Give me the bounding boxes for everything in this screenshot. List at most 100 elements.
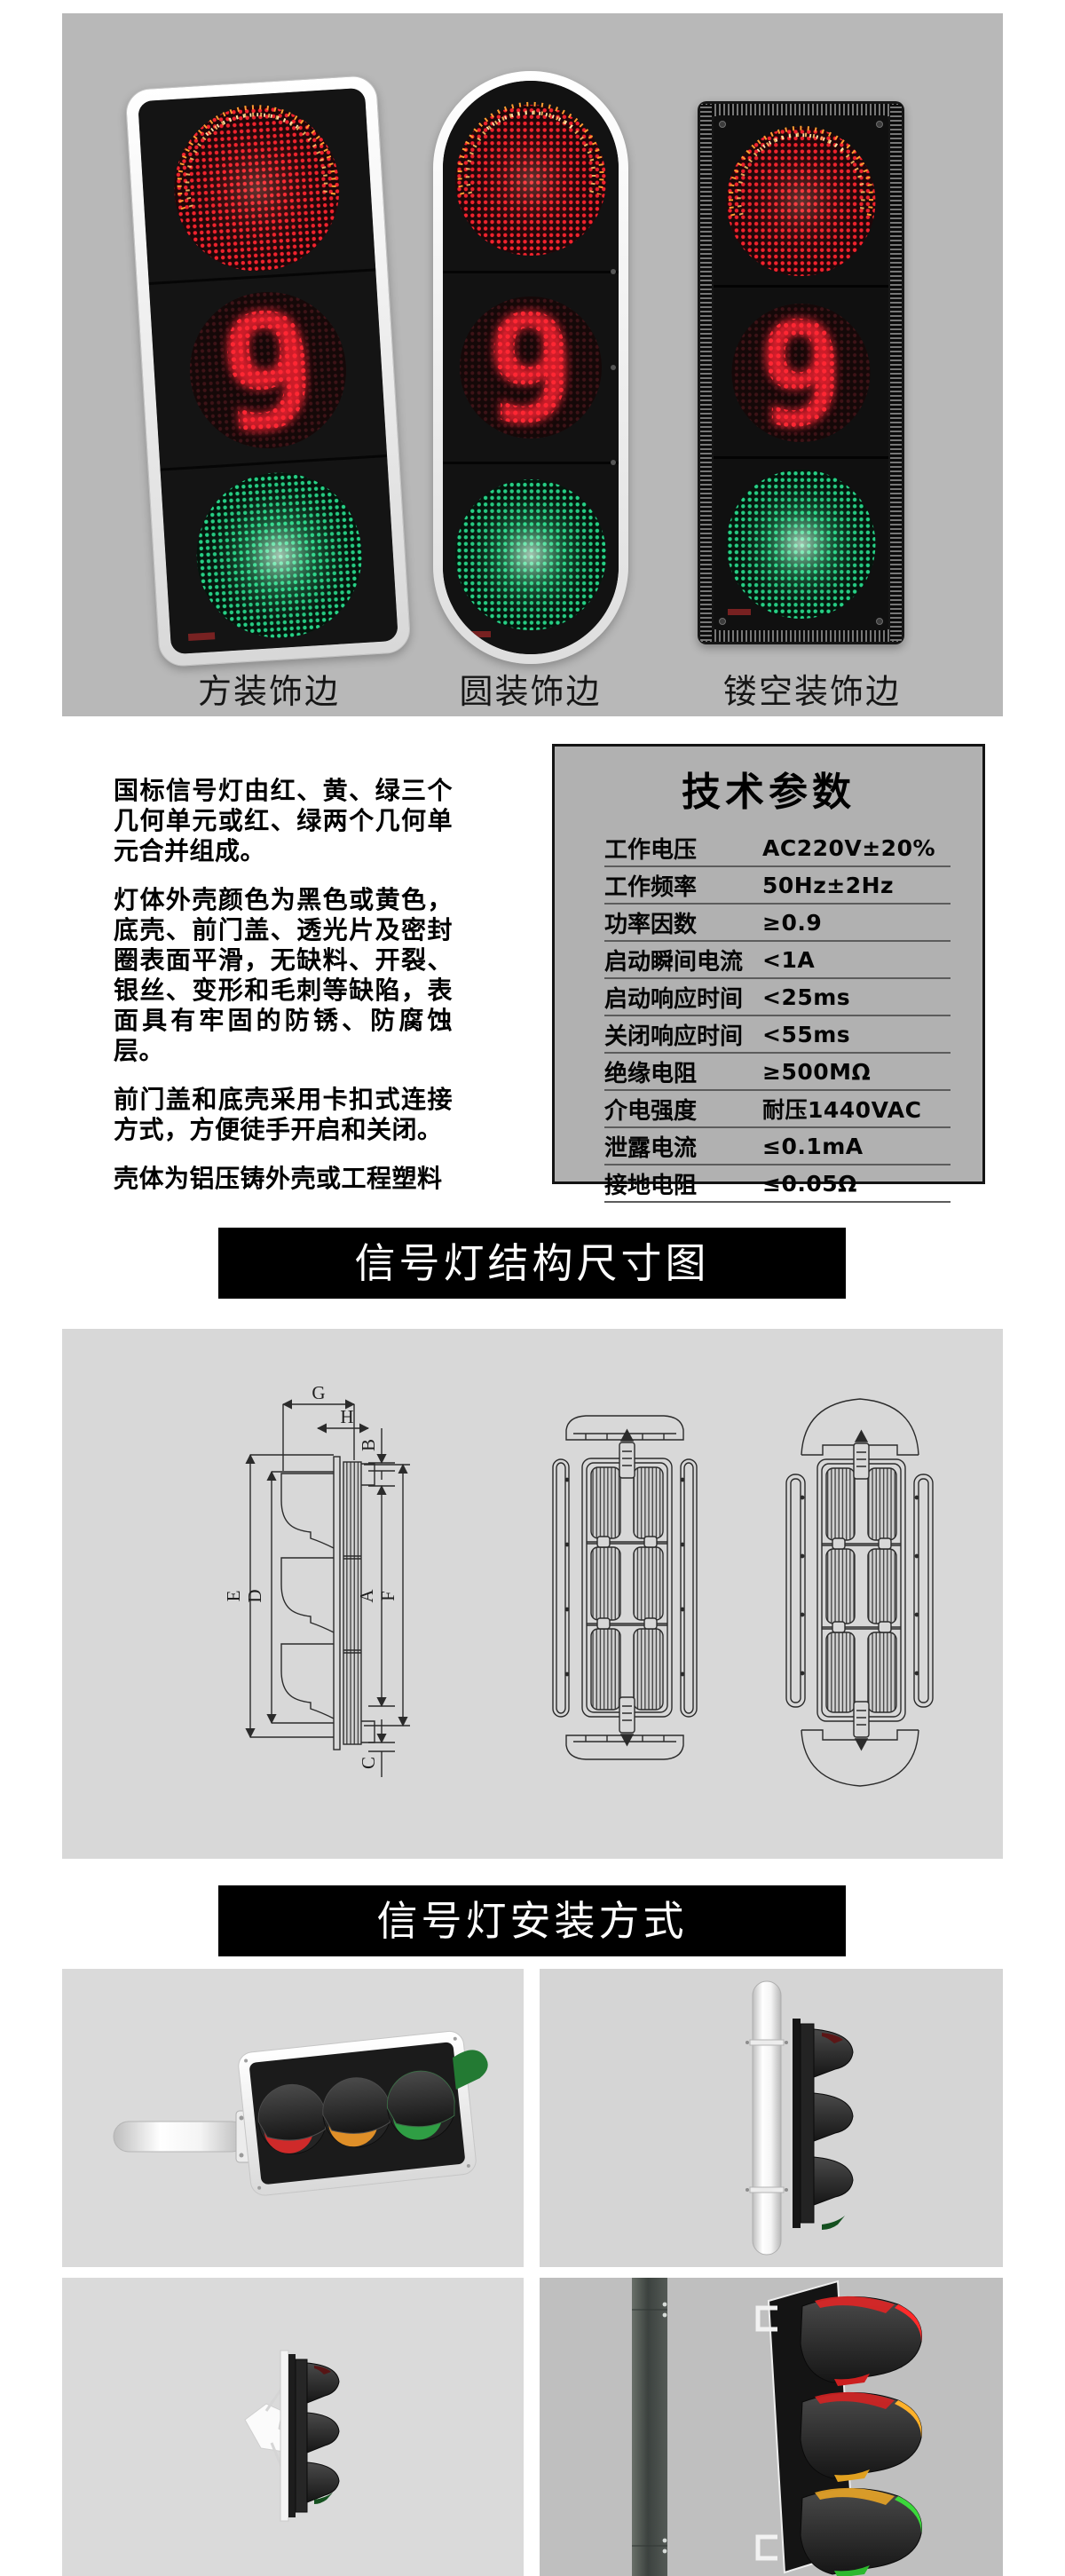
dim-label-F: F — [377, 1591, 398, 1601]
countdown-lamp — [189, 292, 346, 449]
pole-joint — [749, 2039, 785, 2046]
spec-label: 泄露电流 — [604, 1134, 698, 1162]
white-pole — [752, 1980, 782, 2256]
countdown-digit: 9 — [215, 278, 322, 469]
countdown-lamp — [731, 304, 871, 442]
description-paragraph: 壳体为铝压铸外壳或工程塑料 — [114, 1164, 443, 1193]
screw — [876, 618, 883, 625]
install-illustration-closeup — [632, 2278, 922, 2576]
countdown-digit-glow: 9 — [758, 292, 845, 459]
structure-drawing-panel: G H B E D A F C — [62, 1329, 1003, 1859]
traffic-light-face: 9 9 — [443, 81, 619, 654]
screw — [611, 365, 616, 370]
spec-label: 接地电阻 — [604, 1172, 698, 1199]
amber-arc — [177, 105, 336, 210]
structure-dimension-drawing: G H B E D A F C — [223, 1382, 934, 1787]
dim-label-D: D — [244, 1589, 265, 1602]
description-paragraph: 前门盖和底壳采用卡扣式连接方式，方便徒手开启和关闭。 — [114, 1085, 453, 1144]
dim-label-H: H — [340, 1406, 353, 1427]
spec-value: 耐压1440VAC — [762, 1097, 922, 1123]
spec-value: 50Hz±2Hz — [762, 872, 895, 898]
spec-label: 工作频率 — [604, 873, 698, 901]
dim-label-G: G — [312, 1382, 325, 1403]
traffic-light-louver-trim: 9 9 — [698, 101, 904, 644]
spec-value: ≥0.9 — [762, 909, 823, 936]
countdown-digit-glow: 9 — [215, 278, 322, 469]
spec-row: 接地电阻 ≤0.05Ω — [604, 1166, 951, 1203]
hood-middle — [813, 2092, 854, 2142]
spec-row: 功率因数≥0.9 — [604, 905, 951, 942]
louver-band-top — [701, 104, 901, 116]
spec-value: <55ms — [762, 1021, 851, 1047]
dim-label-C: C — [358, 1757, 379, 1769]
install-image-pole-side — [540, 1969, 1003, 2267]
spec-table-title: 技术参数 — [682, 770, 856, 815]
brand-mark — [187, 632, 216, 642]
spec-row: 绝缘电阻≥500MΩ — [604, 1054, 951, 1091]
spec-row: 工作频率 50Hz±2Hz — [604, 867, 951, 905]
traffic-light-face-graphic: 9 9 — [138, 88, 398, 654]
hood-green — [800, 2487, 922, 2576]
hood-red — [800, 2295, 922, 2386]
mount-bracket-top — [755, 2305, 777, 2332]
hood-bottom — [306, 2461, 340, 2503]
hood-top — [306, 2362, 340, 2404]
spec-value: ≤0.05Ω — [762, 1170, 857, 1197]
spec-label: 绝缘电阻 — [604, 1060, 698, 1087]
install-illustration-pole-side — [746, 1980, 854, 2256]
traffic-light-face: 9 9 — [714, 115, 888, 630]
spec-value: <1A — [762, 946, 816, 973]
description-paragraph: 灯体外壳颜色为黑色或黄色，底壳、前门盖、透光片及密封圈表面平滑，无缺料、开裂、银… — [114, 885, 453, 1065]
spec-row: 介电强度 耐压1440VAC — [604, 1091, 951, 1128]
spec-label: 工作电压 — [604, 836, 698, 864]
louver-band-bottom — [701, 629, 901, 642]
install-illustration-bracket-side — [244, 2350, 340, 2522]
section-banner-installation: 信号灯安装方式 — [218, 1885, 846, 1956]
horizontal-signal — [238, 2030, 488, 2196]
install-image-closeup — [540, 2278, 1003, 2576]
spec-row: 启动响应时间 <25ms — [604, 979, 951, 1016]
spec-label: 关闭响应时间 — [604, 1023, 744, 1050]
countdown-lamp — [460, 296, 602, 439]
dark-pole — [632, 2278, 667, 2576]
signal-closeup — [755, 2280, 922, 2576]
hood-middle — [306, 2412, 340, 2454]
spec-value: ≤0.1mA — [762, 1133, 864, 1159]
trim-label-round: 圆装饰边 — [459, 672, 602, 711]
mount-bracket-bottom — [755, 2534, 777, 2561]
green-unit — [386, 2070, 456, 2141]
signal-side-view — [790, 2019, 854, 2230]
front-view-flat-cap-drawing — [552, 1415, 698, 1760]
hood-amber — [800, 2391, 922, 2482]
traffic-light-face-graphic: 9 9 — [714, 115, 888, 630]
product-gallery-panel: 9 9 — [62, 13, 1003, 716]
product-description: 国标信号灯由红、黄、绿三个几何单元或红、绿两个几何单元合并组成。 灯体外壳颜色为… — [114, 776, 453, 1213]
red-unit — [257, 2083, 327, 2154]
hood-bottom — [813, 2156, 854, 2206]
description-paragraph: 国标信号灯由红、黄、绿三个几何单元或红、绿两个几何单元合并组成。 — [114, 776, 453, 865]
spec-label: 介电强度 — [604, 1097, 698, 1125]
spec-row: 启动瞬间电流<1A — [604, 942, 951, 979]
dim-label-A: A — [356, 1589, 377, 1603]
install-image-bracket-side — [62, 2278, 524, 2576]
spec-row: 关闭响应时间 <55ms — [604, 1016, 951, 1054]
trim-label-square: 方装饰边 — [197, 672, 340, 711]
traffic-light-square-trim: 9 9 — [124, 74, 412, 668]
louver-band-left — [700, 105, 712, 641]
traffic-light-face: 9 9 — [138, 87, 398, 655]
countdown-digit: 9 — [485, 282, 575, 456]
dim-label-E: E — [223, 1591, 244, 1602]
green-visor — [453, 2050, 488, 2090]
mount-arm — [113, 2121, 248, 2153]
amber-unit — [322, 2077, 391, 2148]
spec-label: 启动响应时间 — [604, 985, 744, 1013]
screw — [719, 618, 726, 625]
install-image-horizontal-arm — [62, 1969, 524, 2267]
spec-row: 泄露电流 ≤0.1mA — [604, 1128, 951, 1166]
spec-value: <25ms — [762, 984, 851, 1010]
brand-mark — [728, 609, 751, 615]
section-banner-structure: 信号灯结构尺寸图 — [218, 1228, 846, 1299]
traffic-light-face-graphic: 9 9 — [443, 81, 619, 654]
